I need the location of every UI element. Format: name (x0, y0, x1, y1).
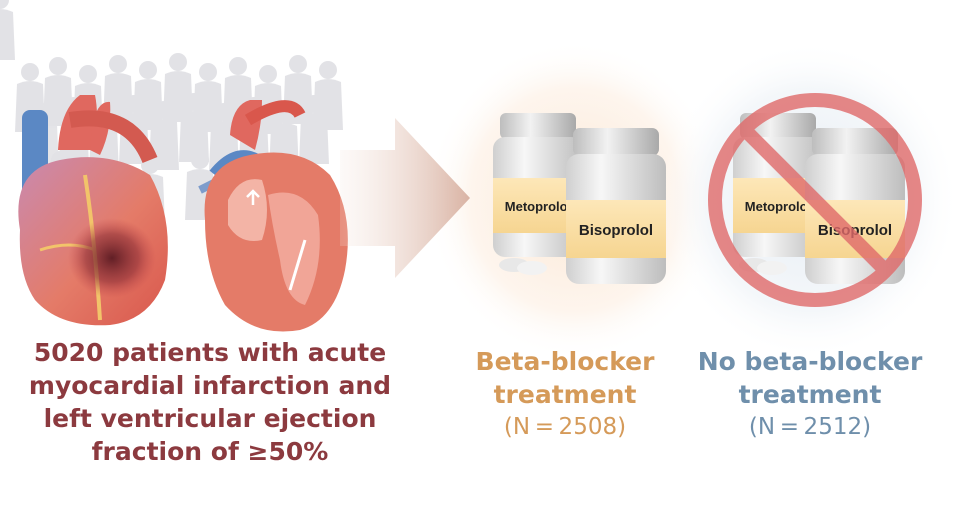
pill-bottle-icon: Bisoprolol (805, 128, 905, 284)
heart-cross-section-icon (198, 100, 348, 332)
bottle-label: Metoprolol (505, 199, 571, 214)
population-line: 5020 patients with acute (33, 338, 387, 367)
group-title-line: treatment (738, 380, 882, 409)
no-beta-blocker-caption: No beta-blocker treatment (N = 2512) (690, 345, 930, 444)
crowd-icon (0, 0, 343, 230)
group-n-label: (N = 2508) (503, 414, 627, 440)
beta-blocker-caption: Beta-blocker treatment (N = 2508) (475, 345, 655, 444)
prohibition-icon (708, 93, 922, 307)
bottle-label: Bisoprolol (579, 222, 653, 239)
arrow-right-icon (340, 118, 470, 278)
population-line: myocardial infarction and (28, 371, 392, 400)
pill-bottle-icon: Bisoprolol (566, 128, 666, 284)
group-title-line: Beta-blocker (475, 347, 655, 376)
population-line: fraction of ≥50% (91, 437, 329, 466)
bottle-label: Metoprolol (745, 199, 811, 214)
infarcted-heart-icon (18, 95, 168, 326)
group-title-line: treatment (493, 380, 637, 409)
group-title-line: No beta-blocker (697, 347, 923, 376)
group-n-label: (N = 2512) (748, 414, 872, 440)
population-caption: 5020 patients with acute myocardial infa… (20, 336, 400, 468)
population-line: left ventricular ejection (43, 404, 377, 433)
